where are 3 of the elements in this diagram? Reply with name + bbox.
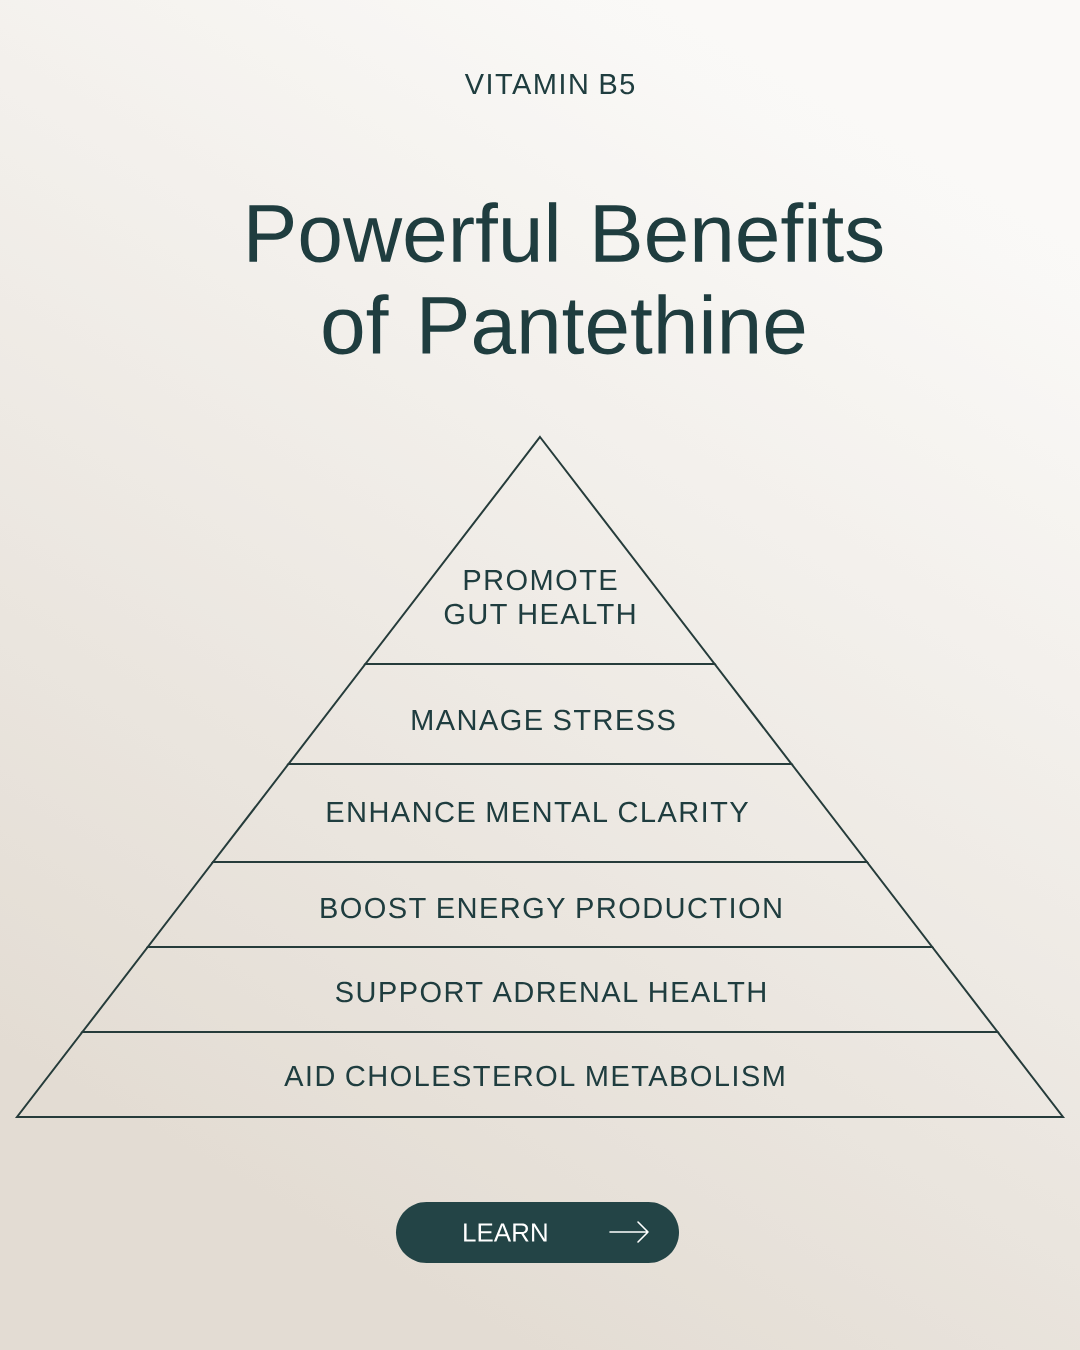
small-heading: VITAMIN B5 [464,74,635,95]
title: Powerful Benefits of Pantethine [249,202,883,355]
button: LEARN [396,1202,679,1263]
